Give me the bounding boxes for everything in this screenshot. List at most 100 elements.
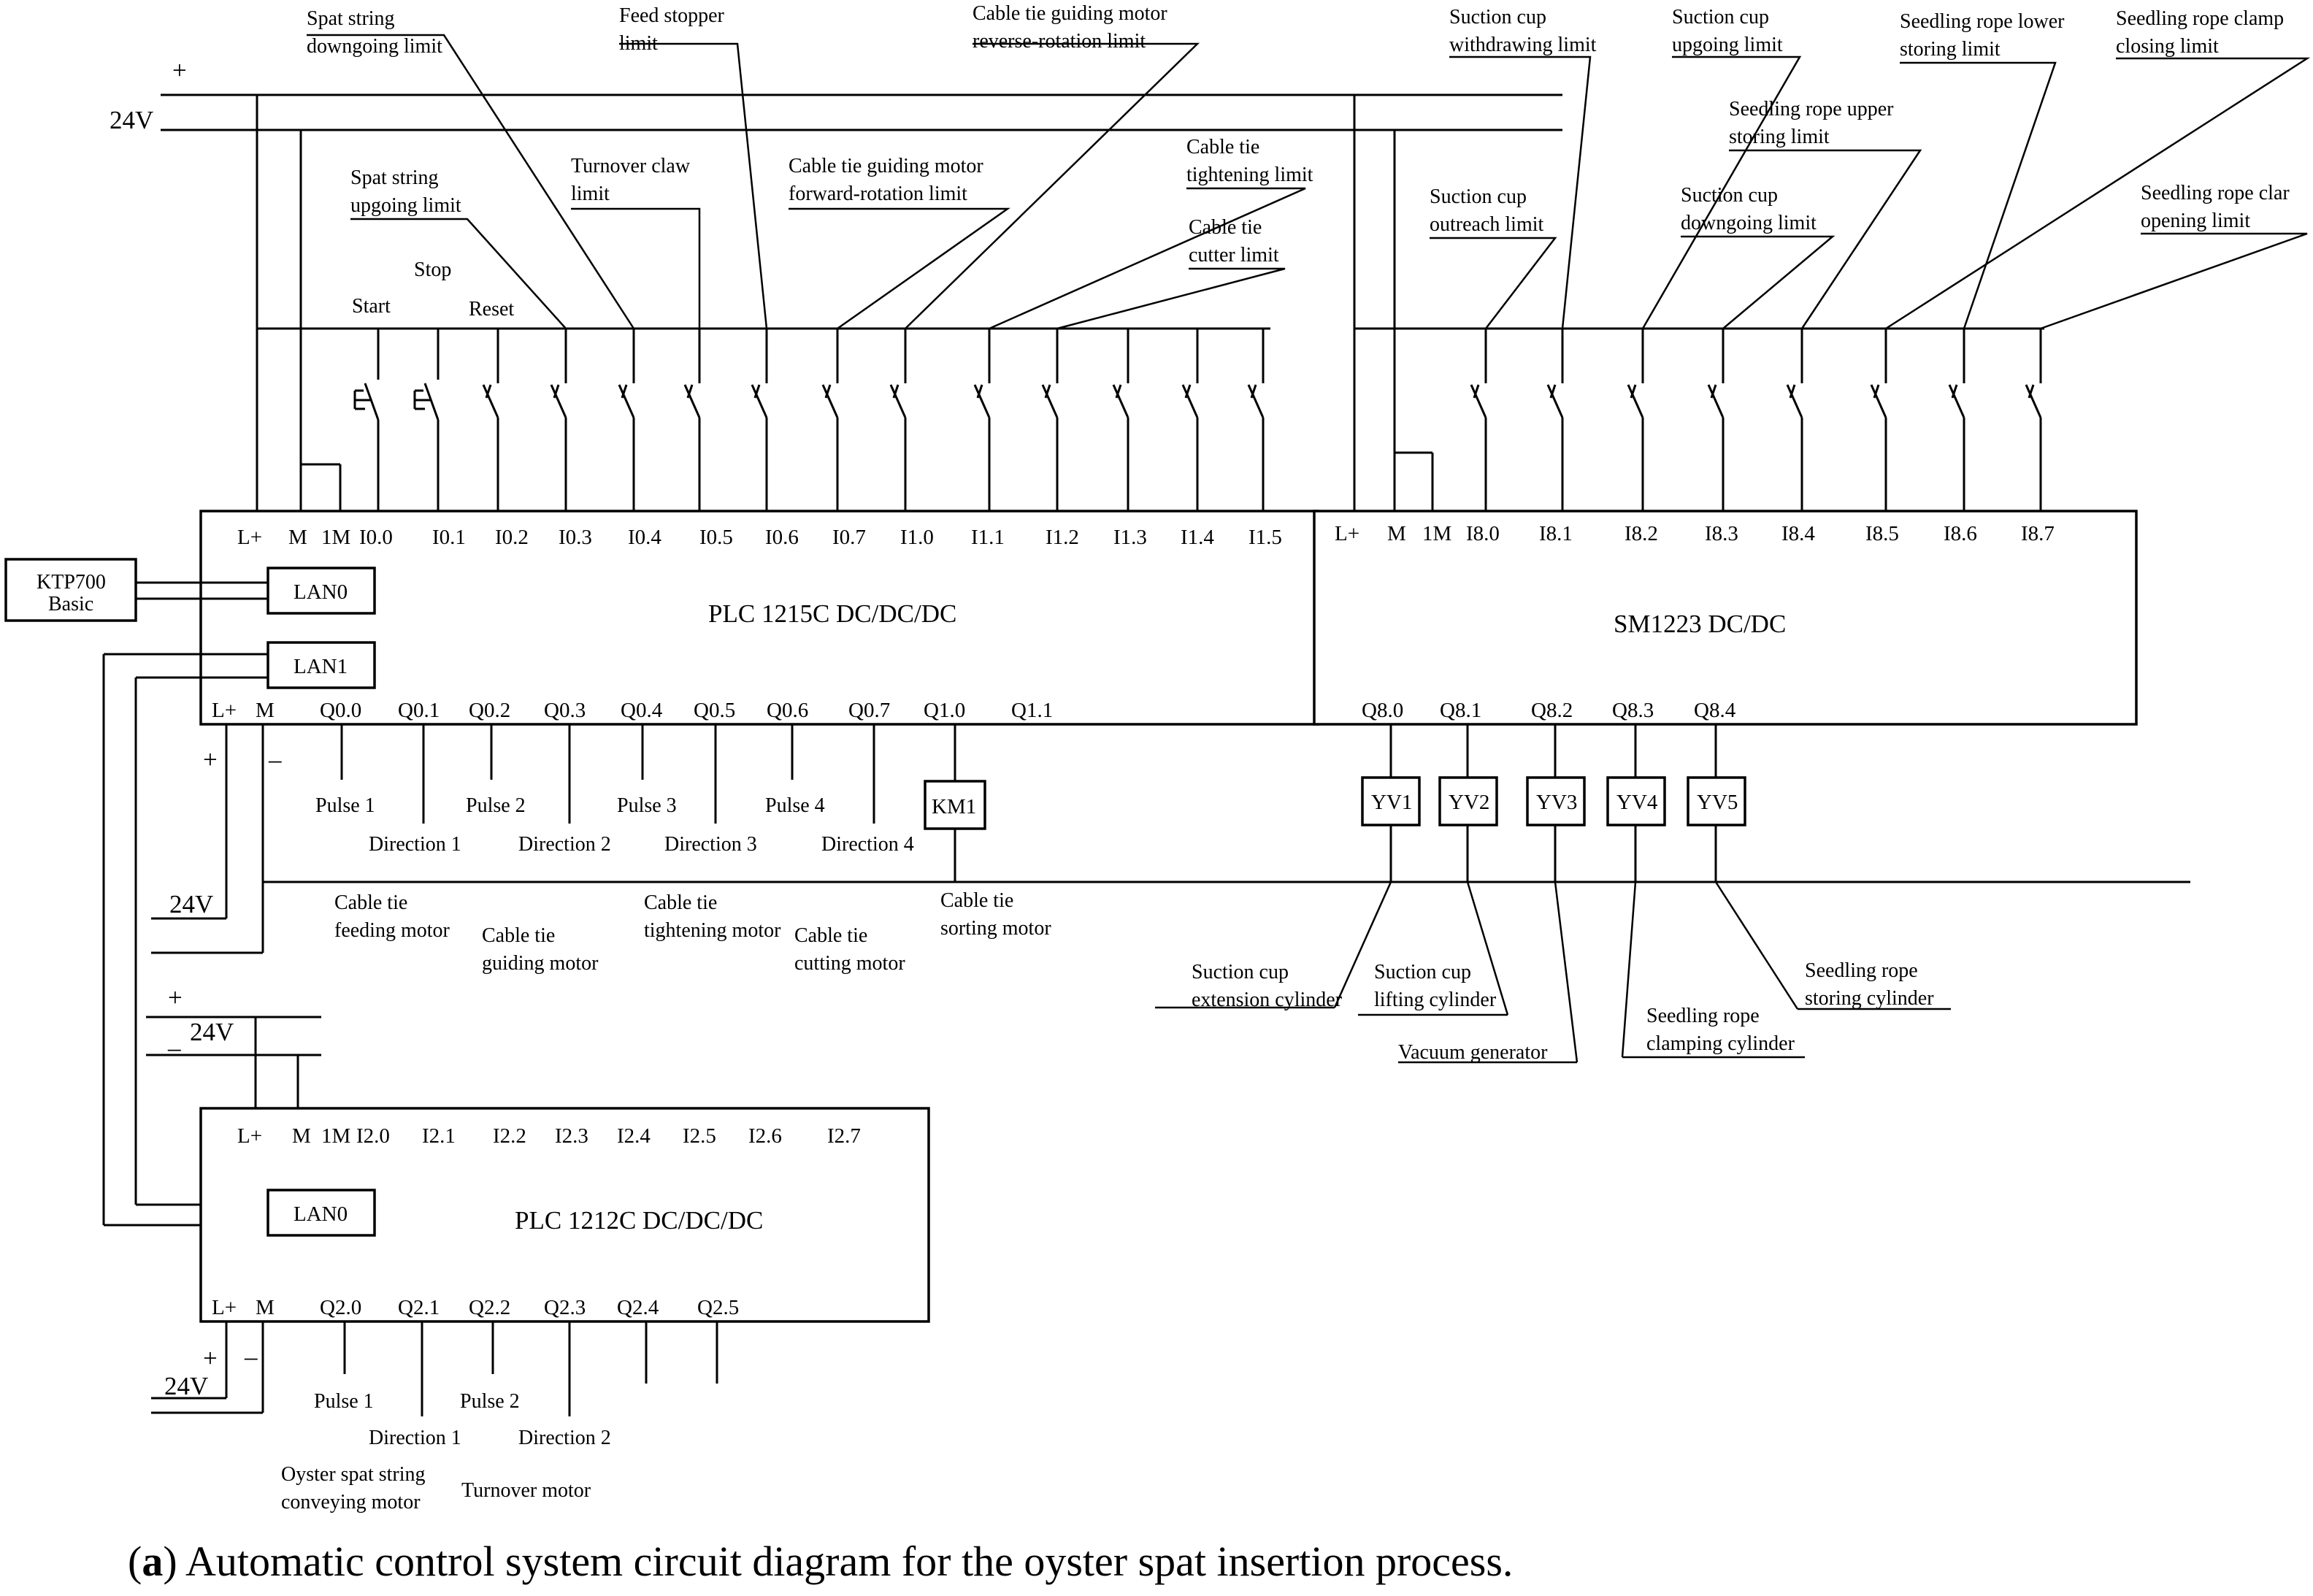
ct-tight-limit-label-line1: Cable tie	[1186, 136, 1259, 158]
limit-switch-i1-4	[1181, 329, 1199, 511]
sr-clamp-open-label-line1: Seedling rope clar	[2141, 182, 2290, 204]
plc1-input-pin-8: I0.5	[699, 526, 733, 549]
plc1-input-pin-7: I0.4	[628, 526, 661, 549]
plc1-output-pin-5: Q0.3	[544, 699, 586, 722]
spat-down-limit-label-line1: Spat string	[307, 7, 395, 30]
plc2-input-pin-0: L+	[237, 1124, 262, 1148]
feeding-motor-label-line2: feeding motor	[334, 919, 450, 942]
plc2-input-pin-3: I2.0	[356, 1124, 390, 1148]
sc-upgoing-limit-label-line2: upgoing limit	[1672, 34, 1783, 56]
limit-switch-i8-3	[1707, 329, 1725, 511]
limit-switch-i8-1	[1546, 329, 1564, 511]
limit-switch-i8-7	[2025, 329, 2042, 511]
top-power-rails: + 24V _	[110, 56, 1562, 134]
limit-switch-i0-4	[618, 329, 635, 511]
feeding-motor-label-line1: Cable tie	[334, 891, 407, 914]
plc2-plus: +	[168, 983, 183, 1012]
plc1-name: PLC 1215C DC/DC/DC	[708, 599, 956, 628]
ct-cutter-limit-label-line2: cutter limit	[1189, 244, 1279, 266]
pulse2-label: Pulse 2	[466, 794, 526, 817]
plc2-input-pin-2: 1M	[321, 1124, 350, 1148]
spat-up-limit-label-line2: upgoing limit	[350, 194, 461, 217]
turnover-claw-label-line2: limit	[571, 183, 610, 205]
storing-cylinder-label-line2: storing cylinder	[1805, 987, 1934, 1010]
tightening-motor-label-line2: tightening motor	[644, 919, 781, 942]
plc1-out-volt: 24V	[169, 890, 213, 918]
plc1-lan1-box	[266, 641, 376, 689]
label-pointer-10	[1641, 55, 1802, 329]
plc1-input-pin-5: I0.2	[495, 526, 529, 549]
sm-supply-wires	[1353, 95, 2044, 511]
sr-lower-limit-label-line1: Seedling rope lower	[1900, 10, 2065, 33]
sm-input-pin-1: M	[1387, 522, 1406, 545]
spat-down-limit-label-line2: downgoing limit	[307, 35, 442, 58]
turnover-claw-label-line1: Turnover claw	[571, 155, 691, 177]
valve-box-1	[1361, 776, 1421, 826]
reset-label: Reset	[469, 298, 514, 321]
sm-output-pin-4: Q8.4	[1694, 699, 1736, 722]
storing-cylinder-label-line1: Seedling rope	[1805, 959, 1918, 982]
conveying-motor-label-line2: conveying motor	[281, 1491, 421, 1513]
plc2-out-volt: 24V	[164, 1372, 208, 1400]
direction2-label: Direction 2	[518, 833, 611, 856]
sm-input-pin-2: 1M	[1422, 522, 1451, 545]
valve-box-5	[1687, 776, 1746, 826]
plc1-input-pin-12: I1.1	[971, 526, 1005, 549]
sr-clamp-open-label-line2: opening limit	[2141, 210, 2250, 232]
plc2-input-pin-10: I2.7	[827, 1124, 861, 1148]
plc1-output-pin-2: Q0.0	[320, 699, 361, 722]
plc2-direction2-label: Direction 2	[518, 1427, 611, 1449]
plc1-lan0-box	[266, 567, 376, 615]
rail-volt: 24V	[110, 106, 153, 134]
plc1-output-pin-9: Q0.7	[848, 699, 890, 722]
limit-switch-i0-7	[821, 329, 839, 511]
plc2-input-pin-5: I2.2	[493, 1124, 526, 1148]
plc2-direction1-label: Direction 1	[369, 1427, 461, 1449]
lifting-cylinder-label-line2: lifting cylinder	[1374, 989, 1497, 1011]
limit-switch-i1-5	[1247, 329, 1265, 511]
sm-input-pin-4: I8.1	[1539, 522, 1573, 545]
sr-upper-limit-label-line2: storing limit	[1729, 126, 1830, 148]
clamping-cylinder-label-line1: Seedling rope	[1646, 1005, 1760, 1027]
plc2-output-pin-0: L+	[212, 1296, 237, 1319]
sm-input-pin-10: I8.7	[2021, 522, 2055, 545]
label-pointer-2	[619, 42, 768, 329]
sc-withdraw-limit-label-line2: withdrawing limit	[1449, 34, 1597, 56]
sm1223-box	[1313, 510, 2138, 726]
plc2-pulse1-label: Pulse 1	[314, 1390, 374, 1413]
plc1-output-supply: + – 24V	[151, 724, 2190, 954]
cutting-motor-label-line2: cutting motor	[794, 952, 905, 975]
plc1-output-pin-10: Q1.0	[924, 699, 965, 722]
plc2-out-plus: +	[203, 1344, 218, 1373]
label-pointers	[307, 34, 2311, 330]
plc2-volt: 24V	[190, 1018, 234, 1046]
valve-label-4: YV4	[1616, 791, 1658, 814]
direction1-label: Direction 1	[369, 833, 461, 856]
rail-minus: _	[172, 104, 185, 133]
sc-withdraw-limit-label-line1: Suction cup	[1449, 6, 1546, 28]
label-pointer-8	[1056, 267, 1286, 330]
ct-forward-limit-label-line1: Cable tie guiding motor	[789, 155, 983, 177]
plc2-output-pin-2: Q2.0	[320, 1296, 361, 1319]
limit-switch-i1-0	[889, 329, 907, 511]
plc2-name: PLC 1212C DC/DC/DC	[515, 1206, 763, 1235]
label-pointer-3	[905, 42, 1200, 329]
sm-input-pin-7: I8.4	[1781, 522, 1815, 545]
plc1-input-pin-6: I0.3	[559, 526, 592, 549]
limit-switch-i1-1	[973, 329, 991, 511]
valve-label-5: YV5	[1697, 791, 1738, 814]
plc2-output-supply: + – 24V	[151, 1321, 718, 1416]
lifting-cylinder-label-line1: Suction cup	[1374, 961, 1471, 983]
label-pointer-14	[1430, 237, 1557, 329]
sc-outreach-limit-label-line1: Suction cup	[1430, 185, 1527, 208]
plc1-output-pin-1: M	[256, 699, 275, 722]
tightening-motor-label-line1: Cable tie	[644, 891, 717, 914]
pulse4-label: Pulse 4	[765, 794, 825, 817]
pulse3-label: Pulse 3	[617, 794, 677, 817]
km1-label: KM1	[932, 795, 976, 818]
sc-upgoing-limit-label-line1: Suction cup	[1672, 6, 1769, 28]
rail-plus: +	[172, 56, 187, 85]
plc2-lan0-label: LAN0	[294, 1202, 348, 1226]
